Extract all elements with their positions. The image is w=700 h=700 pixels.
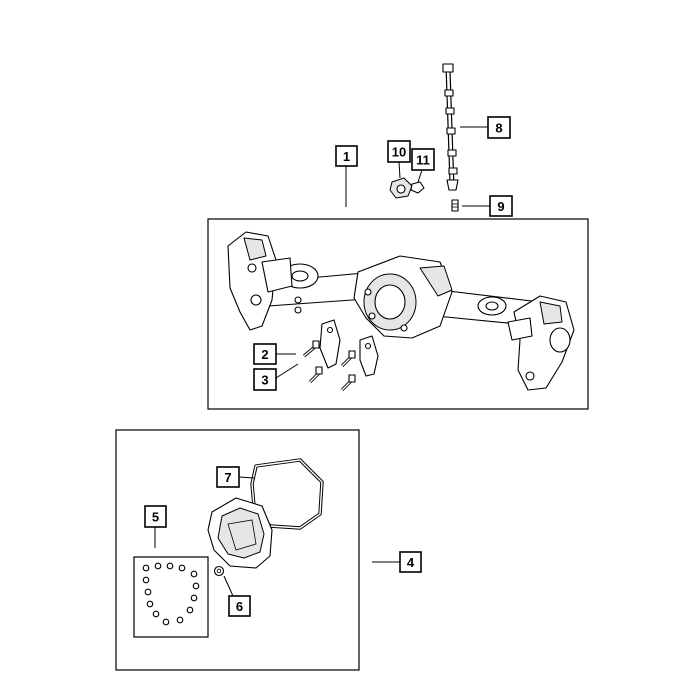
leader-6	[223, 575, 234, 597]
bolt-4	[340, 374, 356, 392]
callout-4-label: 4	[407, 555, 415, 570]
callout-2: 2	[253, 343, 277, 365]
callout-6: 6	[228, 595, 251, 617]
fill-plug	[213, 565, 225, 577]
callout-8-label: 8	[495, 121, 502, 136]
cover-bolts	[142, 562, 200, 626]
bracket-right	[359, 335, 379, 377]
leader-3	[275, 363, 299, 379]
leader-10	[398, 161, 401, 179]
callout-9: 9	[489, 195, 513, 217]
bolt-2	[340, 350, 356, 368]
callout-4: 4	[399, 551, 422, 573]
bolt-3	[308, 366, 323, 384]
callout-11: 11	[411, 148, 435, 171]
bolt-kit-frame	[133, 556, 209, 638]
leader-11	[417, 169, 423, 183]
callout-3-label: 3	[261, 373, 268, 388]
callout-6-label: 6	[236, 599, 243, 614]
sensor	[389, 177, 413, 199]
callout-10: 10	[387, 140, 411, 163]
vent-fitting	[451, 199, 459, 212]
gasket	[250, 458, 324, 530]
callout-8: 8	[487, 116, 511, 139]
callout-11-label: 11	[416, 153, 430, 168]
callout-1: 1	[335, 145, 358, 167]
differential-cover	[207, 497, 273, 569]
vent-hose	[442, 63, 459, 191]
callout-10-label: 10	[392, 145, 406, 160]
callout-9-label: 9	[497, 199, 504, 214]
callout-5-label: 5	[152, 510, 159, 525]
callout-7: 7	[216, 466, 240, 488]
axle-housing	[227, 231, 575, 391]
callout-5: 5	[144, 505, 167, 528]
bracket-left	[319, 319, 341, 369]
axle-assembly-frame	[207, 218, 589, 410]
callout-7-label: 7	[224, 470, 231, 485]
callout-3: 3	[253, 368, 277, 391]
leader-7	[238, 476, 255, 479]
clip-nut	[410, 181, 425, 194]
callout-1-label: 1	[343, 149, 350, 164]
callout-2-label: 2	[261, 347, 268, 362]
bolt-1	[302, 340, 320, 358]
cover-kit-frame	[115, 429, 360, 671]
